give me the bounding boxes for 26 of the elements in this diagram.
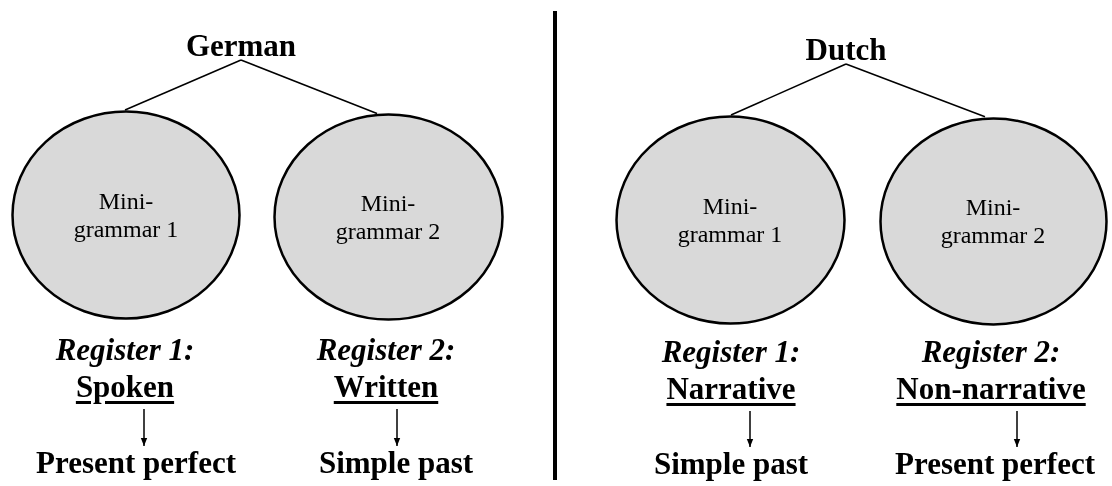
arrow [140,408,148,447]
connector-line [845,63,986,118]
register-name: Written [333,369,439,405]
tense-label: Simple past [296,445,496,481]
tense-label: Present perfect [875,446,1112,482]
register-name: Narrative [666,371,796,407]
arrow [393,408,401,447]
arrow [1013,410,1021,448]
circle-label: Mini- grammar 2 [939,193,1047,249]
tense-label: Present perfect [16,445,256,481]
register-name: Spoken [75,369,175,405]
register-heading: Register 1: [661,333,801,371]
language-label: German [171,28,311,64]
register-heading: Register 2: [921,333,1061,371]
register-heading: Register 2: [316,331,456,369]
circle-label: Mini- grammar 2 [334,189,442,245]
connector-line [730,63,847,116]
circle-label: Mini- grammar 1 [72,187,180,243]
register-heading: Register 1: [55,331,195,369]
tense-label: Simple past [631,446,831,482]
arrow [746,410,754,448]
circle-label: Mini- grammar 1 [676,192,784,248]
register-name: Non-narrative [896,371,1086,407]
language-label: Dutch [786,32,906,68]
connector-line [240,59,378,115]
connector-line [124,59,242,111]
